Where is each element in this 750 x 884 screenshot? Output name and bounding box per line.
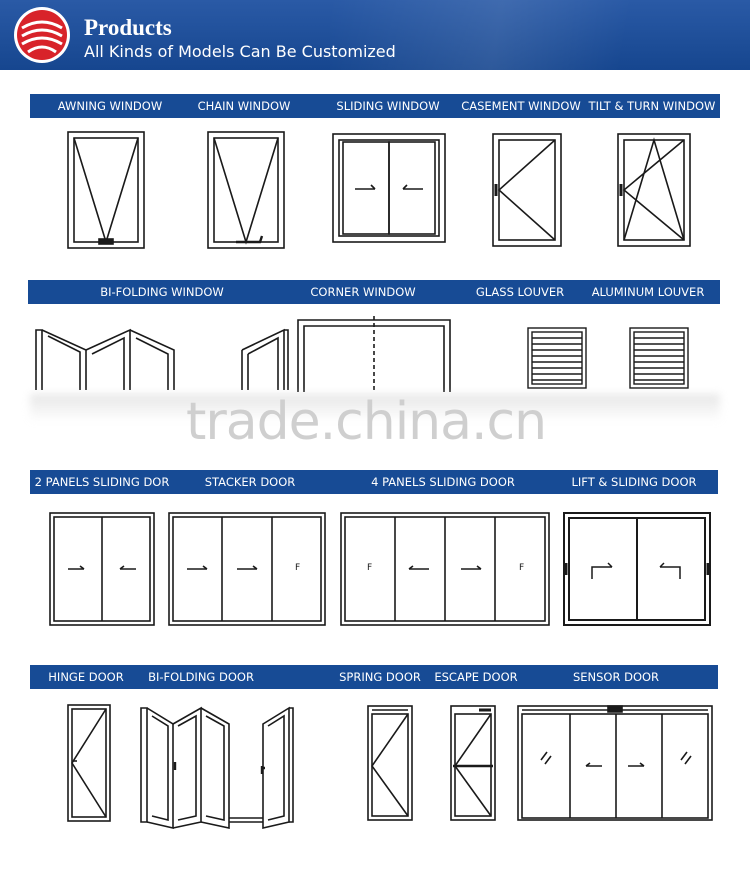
page-title: Products xyxy=(84,15,172,40)
awning-window-drawing xyxy=(66,130,146,250)
label-sliding-window: SLIDING WINDOW xyxy=(336,99,440,113)
lift-sliding-door-drawing xyxy=(562,511,712,627)
casement-window-drawing xyxy=(491,132,563,248)
label-escape-door: ESCAPE DOOR xyxy=(434,670,518,684)
bi-folding-window-drawing xyxy=(34,322,290,392)
corner-window-drawing xyxy=(296,316,452,392)
label-4-panels-sliding-door: 4 PANELS SLIDING DOOR xyxy=(371,475,515,489)
section-bar-windows-louvers: BI-FOLDING WINDOW CORNER WINDOW GLASS LO… xyxy=(28,280,720,304)
label-sensor-door: SENSOR DOOR xyxy=(572,670,660,684)
section-bar-windows: AWNING WINDOW CHAIN WINDOW SLIDING WINDO… xyxy=(30,94,720,118)
spring-door-drawing xyxy=(366,704,414,822)
label-2-panels-sliding-door: 2 PANELS SLIDING DOR xyxy=(34,475,170,489)
watermark-text: trade.china.cn xyxy=(186,392,547,452)
brand-logo-icon xyxy=(14,7,70,63)
label-stacker-door: STACKER DOOR xyxy=(204,475,296,489)
label-glass-louver: GLASS LOUVER xyxy=(475,285,565,299)
label-hinge-door: HINGE DOOR xyxy=(48,670,124,684)
stacker-door-drawing: F xyxy=(167,511,327,627)
label-casement-window: CASEMENT WINDOW xyxy=(461,99,581,113)
chain-window-drawing xyxy=(206,130,286,250)
header-banner: Products All Kinds of Models Can Be Cust… xyxy=(0,0,750,70)
sensor-door-drawing xyxy=(516,704,714,822)
four-panels-sliding-door-drawing: F F xyxy=(339,511,551,627)
aluminum-louver-drawing xyxy=(628,326,690,390)
tilt-turn-window-drawing xyxy=(616,132,692,248)
label-bi-folding-door: BI-FOLDING DOOR xyxy=(148,670,254,684)
two-panels-sliding-door-drawing xyxy=(48,511,156,627)
label-aluminum-louver: ALUMINUM LOUVER xyxy=(591,285,705,299)
section-bar-sliding-doors: 2 PANELS SLIDING DOR STACKER DOOR 4 PANE… xyxy=(30,470,718,494)
glass-louver-drawing xyxy=(526,326,588,390)
bi-folding-door-drawing xyxy=(139,704,295,830)
label-awning-window: AWNING WINDOW xyxy=(57,99,163,113)
fixed-panel-mark-right: F xyxy=(519,563,525,573)
label-chain-window: CHAIN WINDOW xyxy=(197,99,291,113)
label-tilt-turn-window: TILT & TURN WINDOW xyxy=(588,99,716,113)
fixed-panel-mark: F xyxy=(295,563,301,573)
label-bi-folding-window: BI-FOLDING WINDOW xyxy=(100,285,224,299)
section-bar-doors: HINGE DOOR BI-FOLDING DOOR SPRING DOOR E… xyxy=(30,665,718,689)
label-corner-window: CORNER WINDOW xyxy=(310,285,416,299)
header-decoration xyxy=(330,0,750,70)
fixed-panel-mark-left: F xyxy=(367,563,373,573)
hinge-door-drawing xyxy=(66,703,112,823)
watermark-shadow xyxy=(30,394,720,422)
label-spring-door: SPRING DOOR xyxy=(339,670,421,684)
label-lift-sliding-door: LIFT & SLIDING DOOR xyxy=(571,475,697,489)
escape-door-drawing xyxy=(449,704,497,822)
sliding-window-drawing xyxy=(331,132,447,244)
page-subtitle: All Kinds of Models Can Be Customized xyxy=(84,42,396,61)
